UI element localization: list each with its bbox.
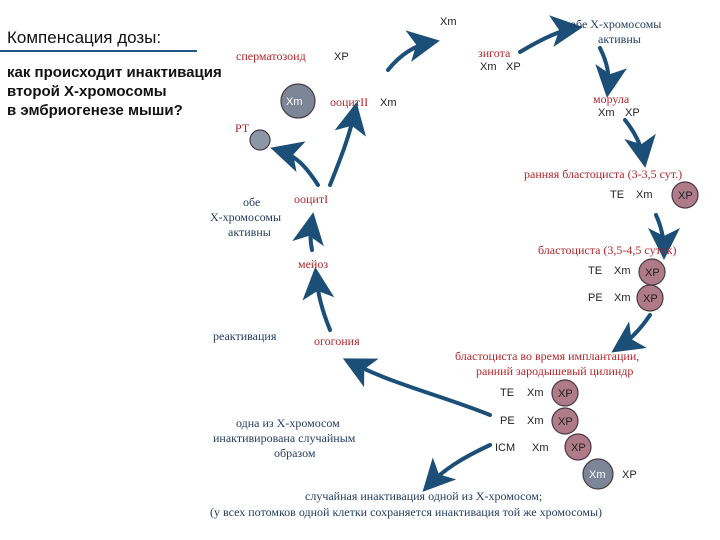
- label-implant-1: бластоциста во время имплантации,: [455, 349, 639, 363]
- arrow-top-to-morula: [595, 46, 628, 98]
- cell-implant-pe: [551, 407, 579, 435]
- cell-oocyte2: [280, 83, 316, 119]
- xm-implant-icm: Xm: [532, 442, 549, 454]
- xp-sperm: XP: [334, 51, 349, 63]
- arrow-oocyte1-to-oocyte2: [328, 102, 366, 187]
- arrow-oocyte1-to-rt: [270, 141, 320, 187]
- xp-zygote: XP: [506, 61, 521, 73]
- label-oocyte2: ооцитII: [330, 95, 368, 109]
- label-both-active-left-2: Х-хромосомы: [210, 210, 281, 224]
- pe-blasto: PE: [588, 292, 603, 304]
- te-blasto: TE: [588, 265, 602, 277]
- cell-implant-icm: [564, 433, 592, 461]
- cell-polar-body: [249, 129, 271, 151]
- label-random-1: одна из Х-хромосом: [236, 416, 340, 430]
- label-early-blastocyst: ранняя бластоциста (3-3,5 сут.): [524, 167, 682, 181]
- cell-early-te: [671, 181, 699, 209]
- page-title: Компенсация дозы:: [7, 28, 162, 47]
- xm-top: Xm: [440, 16, 457, 28]
- arrow-early-to-blasto: [647, 213, 680, 260]
- arrow-zygote-to-top-right: [518, 15, 583, 54]
- xp-early-cell: XP: [678, 190, 693, 202]
- label-both-active-left-1: обе: [243, 195, 260, 209]
- label-bottom-1: случайная инактивация одной из Х-хромосо…: [305, 489, 542, 503]
- cell-implant-te: [551, 379, 579, 407]
- label-both-active-top-1: обе Х-хромосомы: [570, 17, 661, 31]
- arrow-sperm-to-zygote: [386, 30, 440, 72]
- label-implant-2: ранний зародышевый цилиндр: [476, 364, 633, 378]
- arrow-blasto-to-implant: [611, 313, 652, 353]
- xm-morula: Xm: [598, 107, 615, 119]
- xm-zygote: Xm: [480, 61, 497, 73]
- xp-implant-icm-cell: XP: [571, 442, 586, 454]
- xm-blasto-pe: Xm: [614, 292, 631, 304]
- label-rt: РТ: [235, 121, 250, 135]
- cell-blasto-pe: [636, 284, 664, 312]
- subtitle-line: как происходит инактивация: [7, 64, 222, 81]
- xm-early: Xm: [636, 189, 653, 201]
- subtitle: как происходит инактивация второй Х-хром…: [7, 63, 222, 120]
- xp-blasto-te-cell: XP: [645, 267, 660, 279]
- xm-implant-pe: Xm: [527, 415, 544, 427]
- label-both-active-left-3: активны: [228, 225, 271, 239]
- pe-implant: PE: [500, 415, 515, 427]
- xp-blasto-pe-cell: XP: [643, 293, 658, 305]
- cell-random-inactivation: [582, 458, 614, 490]
- label-morula: морула: [593, 92, 630, 106]
- label-bottom-2: (у всех потомков одной клетки сохраняетс…: [210, 505, 602, 519]
- xp-random: XP: [622, 469, 637, 481]
- arrow-oogonia-to-meiosis: [302, 267, 335, 332]
- arrow-morula-to-early: [623, 118, 656, 168]
- xp-implant-te-cell: XP: [558, 388, 573, 400]
- icm-implant: ICM: [495, 442, 515, 454]
- title-underline: [0, 50, 197, 52]
- xm-implant-te: Xm: [527, 387, 544, 399]
- label-random-3: образом: [274, 446, 316, 460]
- xm-blasto-te: Xm: [614, 265, 631, 277]
- label-spermatozoid: сперматозоид: [236, 49, 306, 63]
- arrow-meiosis-to-oocyte1: [292, 212, 324, 252]
- te-early: TE: [610, 189, 624, 201]
- arrow-icm-to-bottom: [422, 443, 492, 492]
- label-blastocyst: бластоциста (3,5-4,5 суток): [538, 243, 677, 257]
- subtitle-line: второй Х-хромосомы: [7, 83, 167, 100]
- te-implant: TE: [500, 387, 514, 399]
- xp-implant-pe-cell: XP: [558, 416, 573, 428]
- xm-random-cell: Xm: [589, 469, 606, 481]
- subtitle-line: в эмбриогенезе мыши?: [7, 102, 183, 119]
- label-zygote: зигота: [478, 46, 511, 60]
- label-oogonia: огогония: [314, 334, 360, 348]
- label-meiosis: мейоз: [298, 257, 328, 271]
- xp-morula: XP: [625, 107, 640, 119]
- xm-oocyte2-cell: Xm: [286, 96, 303, 108]
- label-oocyte1: ооцитI: [294, 192, 328, 206]
- arrow-implant-to-oogonia: [342, 358, 492, 417]
- xm-oocyte2: Xm: [380, 97, 397, 109]
- label-reactivation: реактивация: [213, 329, 277, 343]
- label-random-2: инактивирована случайным: [213, 431, 356, 445]
- label-both-active-top-2: активны: [598, 32, 641, 46]
